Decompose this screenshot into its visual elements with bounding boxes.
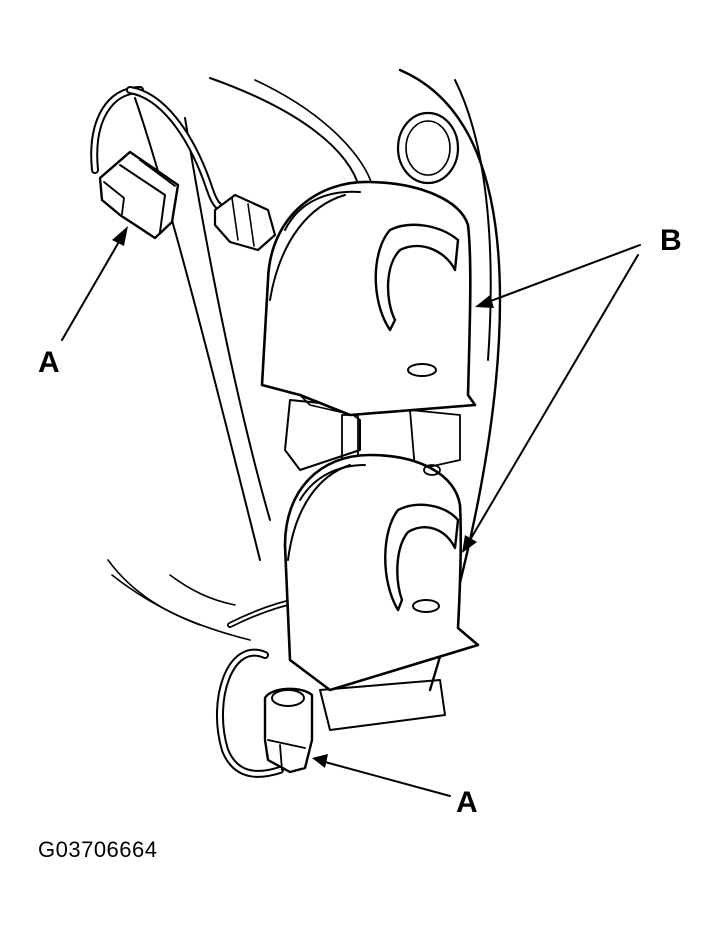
connector-horn-side (213, 193, 277, 252)
connector-lower (263, 687, 314, 774)
callout-label-a-upper: A (38, 346, 60, 379)
horn-upper (260, 180, 477, 417)
arrowhead-a-upper (112, 226, 128, 246)
callout-label-a-lower: A (456, 786, 478, 819)
callout-arrows (61, 226, 641, 797)
arrowhead-a-lower (312, 754, 328, 768)
horn-lower (283, 453, 480, 692)
figure-code: G03706664 (38, 837, 158, 862)
body-structure (107, 68, 502, 692)
callout-label-b: B (660, 224, 682, 257)
arrowhead-b-lower (462, 535, 477, 553)
arrowhead-b-upper (475, 295, 494, 308)
connector-upper (98, 150, 180, 240)
